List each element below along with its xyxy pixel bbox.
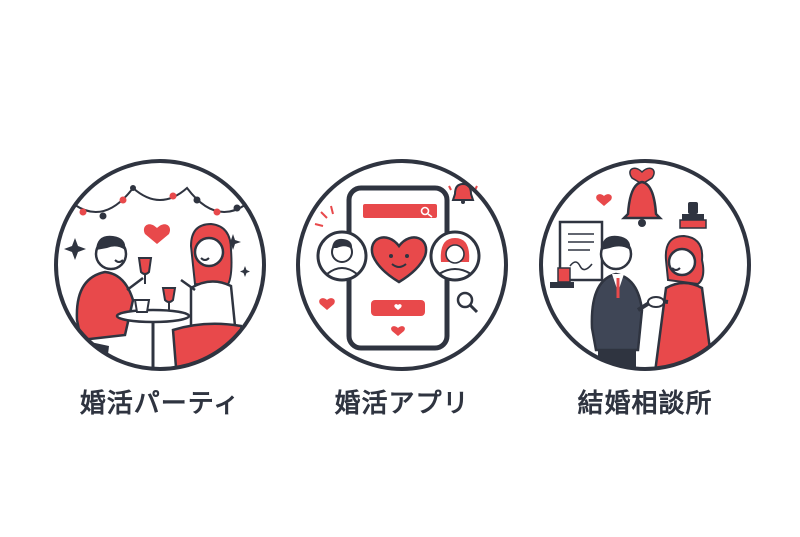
heart-icon	[143, 224, 171, 244]
label-marriage-agency: 結婚相談所	[577, 389, 713, 419]
garland-lights-icon	[74, 186, 246, 213]
heart-icon	[596, 194, 612, 206]
party-frame	[54, 159, 266, 371]
heart-face-icon	[370, 236, 428, 284]
party-illustration	[54, 159, 266, 371]
app-frame	[296, 159, 508, 371]
contract-document-icon	[550, 220, 604, 288]
wedding-bell-icon	[620, 167, 664, 227]
agency-illustration	[539, 159, 751, 371]
app-illustration	[296, 159, 508, 371]
cafe-table-icon	[115, 299, 191, 368]
sparkle-icon	[64, 238, 86, 260]
magnifier-icon	[456, 291, 479, 314]
label-konkatsu-app: 婚活アプリ	[334, 389, 470, 419]
woman-figure-icon	[171, 222, 257, 369]
heart-icon	[319, 298, 335, 310]
label-konkatsu-party: 婚活パーティ	[79, 389, 241, 419]
man-suit-icon	[590, 235, 644, 369]
man-avatar-icon	[316, 230, 368, 282]
panel-konkatsu-party: 婚活パーティ	[45, 150, 275, 419]
agency-frame	[539, 159, 751, 371]
bell-icon	[451, 182, 475, 201]
panel-marriage-agency: 結婚相談所	[530, 150, 760, 419]
stamp-icon	[679, 202, 707, 229]
woman-dress-icon	[652, 234, 716, 369]
panel-konkatsu-app: 婚活アプリ	[287, 150, 517, 419]
woman-avatar-icon	[429, 230, 481, 282]
handshake-icon	[636, 296, 669, 312]
